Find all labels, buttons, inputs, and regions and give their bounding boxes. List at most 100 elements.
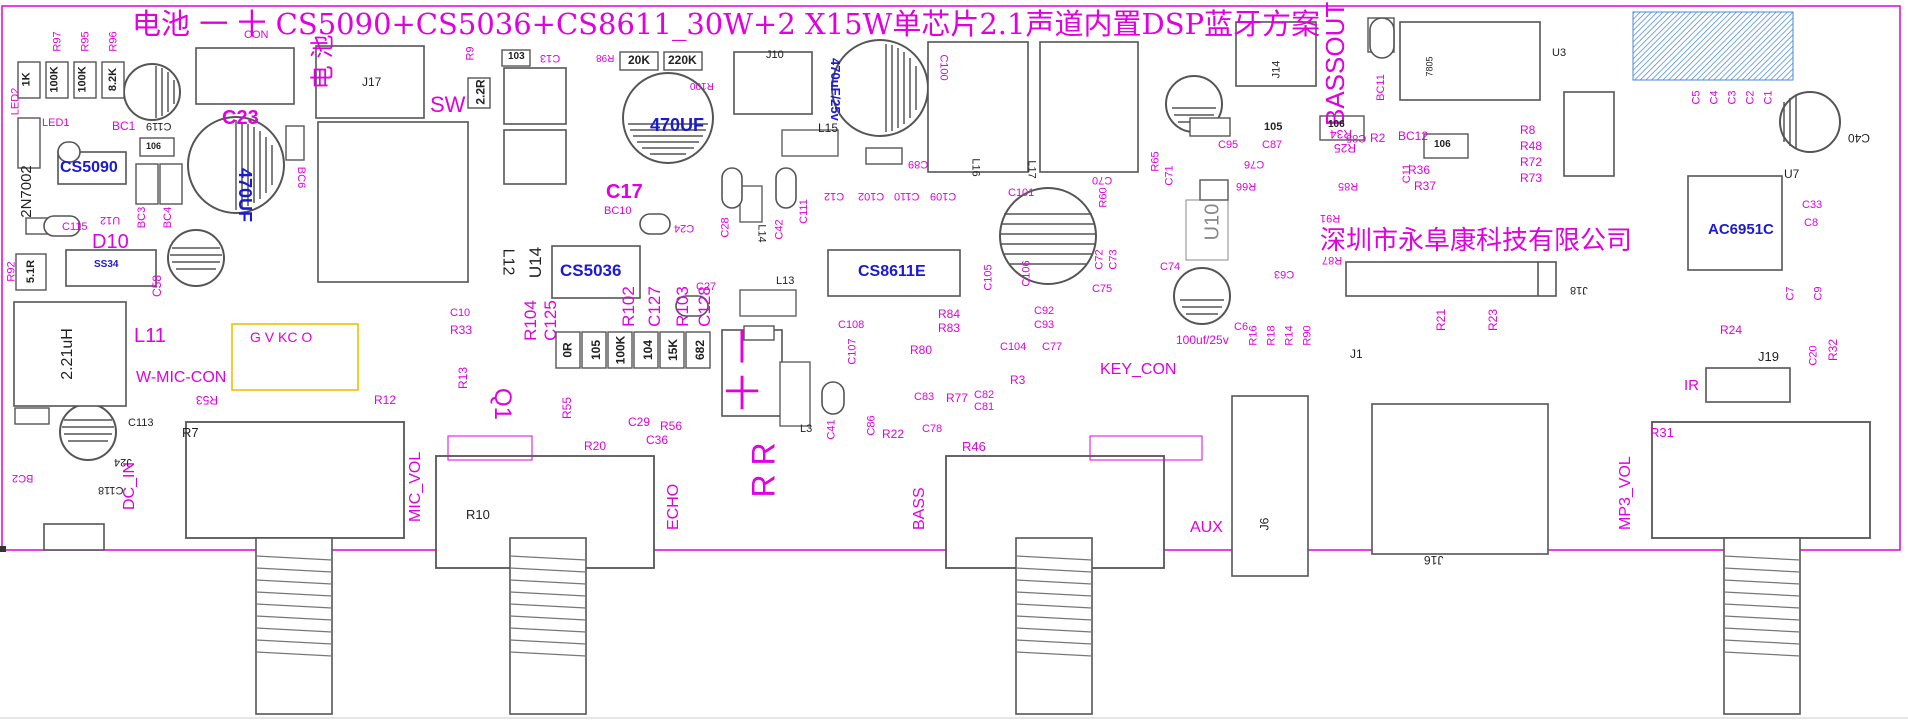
ref-c78: C78 (922, 423, 943, 435)
ref-c7: C7 (1784, 286, 1797, 301)
capacitor-c101 (999, 187, 1097, 285)
potentiometer-r10 (435, 455, 655, 715)
rv-106b: 106 (1328, 119, 1345, 130)
ref-c13: C13 (540, 52, 561, 64)
rv-105b: 105 (1264, 121, 1283, 133)
con-label: CON (244, 29, 269, 41)
ref-r36: R36 (1408, 163, 1431, 177)
ref-r22: R22 (882, 427, 905, 441)
ref-r84: R84 (938, 307, 961, 321)
rv-2r2: 2.2R (473, 79, 488, 105)
c100-label: C100 (937, 54, 950, 81)
bc6-label: BC6 (295, 166, 308, 189)
ref-c106: C106 (1020, 260, 1033, 287)
r46-label: R46 (962, 439, 986, 454)
minus-mark: 一 (720, 327, 762, 365)
diode-d15-pad (503, 67, 567, 125)
connector-j14 (1235, 21, 1317, 87)
ref-c33: C33 (1802, 199, 1823, 211)
ref-c108: C108 (838, 319, 865, 331)
ref-c102: C102 (858, 190, 885, 202)
ref-r72: R72 (1520, 155, 1543, 169)
ref-c77: C77 (1042, 341, 1063, 353)
ref-c1: C1 (1762, 90, 1775, 105)
ref-r80: R80 (910, 343, 933, 357)
l13-label: L13 (776, 275, 795, 287)
rr-label: R R (745, 442, 782, 498)
ref-c105: C105 (982, 264, 995, 291)
smd-pads-top-left (14, 61, 305, 425)
ref-r104: R104 (520, 300, 540, 341)
antenna-keepout-area (1632, 11, 1794, 81)
ref-c83: C83 (914, 391, 935, 403)
capacitor-bc1 (123, 63, 181, 121)
dc-jack (43, 523, 105, 551)
bc1-label: BC1 (112, 119, 136, 133)
j17-label: J17 (362, 75, 382, 89)
bc11-label: BC11 (1374, 74, 1387, 101)
potentiometer-r31 (1651, 421, 1871, 715)
connector-j12 (721, 329, 783, 417)
capacitor-c40 (1779, 91, 1841, 153)
q2-label: 2N7002 (17, 165, 35, 218)
ref-r20: R20 (584, 439, 607, 453)
ref-c125: C125 (540, 300, 560, 341)
ref-c24: C24 (674, 222, 695, 234)
ref-r3: R3 (1010, 373, 1026, 387)
ref-c5: C5 (1690, 90, 1703, 105)
ref-c42: C42 (773, 219, 786, 240)
ref-r8: R8 (1520, 123, 1536, 137)
ref-r32: R32 (1826, 338, 1841, 362)
r31-label: R31 (1650, 425, 1674, 440)
ss34-label: SS34 (94, 259, 119, 270)
header-j18 (1345, 261, 1557, 297)
battery-connector-con (195, 47, 295, 105)
ref-c63: C63 (1274, 268, 1295, 280)
capacitor-c58 (167, 229, 225, 287)
ref-c110: C110 (894, 190, 920, 202)
ref-c41: C41 (825, 419, 838, 440)
c113-label: C113 (128, 417, 154, 429)
rv-5r1: 5.1R (25, 259, 38, 284)
marker-r10 (447, 435, 533, 461)
aux-label: AUX (1190, 519, 1223, 536)
diode-d10 (65, 249, 157, 287)
l3-label: L3 (800, 423, 813, 435)
ic7805-label: 7805 (1424, 56, 1435, 77)
ref-c6: C6 (1234, 321, 1249, 333)
j6-label: J6 (1257, 517, 1272, 531)
ref-c85: C85 (1346, 132, 1367, 144)
l17-label: L17 (1025, 160, 1038, 179)
ref-r98: R98 (596, 52, 615, 63)
ref-r48: R48 (1520, 139, 1543, 153)
ref-r65: R65 (1149, 151, 1162, 172)
u14-label: U14 (526, 246, 546, 279)
ref-led2: LED2 (9, 87, 22, 116)
ref-c93: C93 (1034, 319, 1055, 331)
c17-label: C17 (606, 181, 643, 203)
r10-label: R10 (466, 507, 490, 522)
board-title: 电池 一 十 CS5090+CS5036+CS8611_30W+2 X15W单芯… (132, 7, 1321, 41)
j14-label: J14 (1270, 60, 1283, 79)
ref-r60: R60 (1097, 187, 1110, 208)
ref-c127: C127 (644, 286, 664, 327)
ref-c36: C36 (646, 433, 669, 447)
capacitor-bc2 (59, 403, 117, 461)
ref-c28: C28 (719, 217, 732, 238)
rv-220k: 220K (668, 53, 697, 67)
ref-c87: C87 (1262, 139, 1283, 151)
l11-label: L11 (134, 325, 166, 347)
ref-r23: R23 (1486, 308, 1501, 332)
ref-r53: R53 (196, 393, 219, 407)
ref-c4: C4 (1708, 90, 1721, 105)
l15-label: L15 (818, 121, 839, 135)
ref-r12: R12 (374, 393, 397, 407)
ref-c92: C92 (1034, 305, 1055, 317)
mic-vol-label: MIC_VOL (407, 451, 424, 522)
u3-label: U3 (1552, 47, 1567, 59)
j16-label: J16 (1424, 553, 1444, 567)
ref-r97: R97 (51, 31, 64, 52)
u7-label: U7 (1784, 167, 1800, 181)
ref-c11: C11 (1401, 163, 1414, 184)
